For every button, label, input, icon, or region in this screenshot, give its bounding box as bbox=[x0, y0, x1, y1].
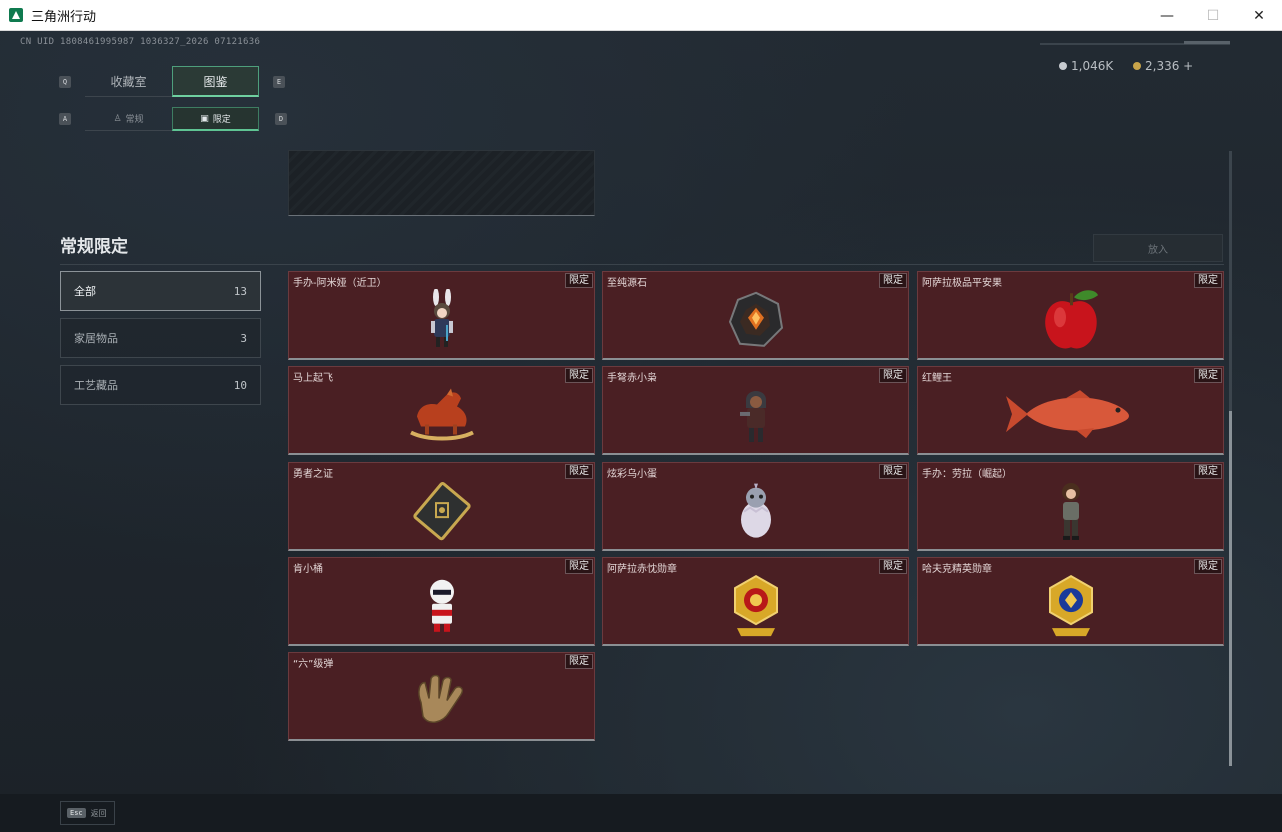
item-name: 手弩赤小枭 bbox=[607, 373, 657, 384]
section-title: 常规限定 bbox=[60, 237, 128, 257]
item-name: 勇者之证 bbox=[293, 469, 333, 480]
item-card[interactable]: 肯小桶 限定 bbox=[288, 557, 595, 646]
bird-egg-icon bbox=[736, 482, 776, 540]
silver-currency: 1,046K bbox=[1059, 59, 1113, 73]
window-title: 三角洲行动 bbox=[31, 9, 97, 25]
item-name: 马上起飞 bbox=[293, 373, 333, 384]
key-hint-e: E bbox=[273, 76, 285, 88]
key-hint-a: A bbox=[59, 113, 71, 125]
rocking-horse-icon bbox=[407, 386, 477, 442]
item-card[interactable]: 至纯源石 限定 bbox=[602, 271, 909, 360]
close-button[interactable]: ✕ bbox=[1253, 7, 1265, 24]
top-divider-accent bbox=[1184, 41, 1230, 44]
top-divider bbox=[1040, 43, 1230, 45]
key-hint-q: Q bbox=[59, 76, 71, 88]
item-card[interactable]: 马上起飞 限定 bbox=[288, 366, 595, 455]
bucket-mascot-icon bbox=[422, 576, 462, 636]
red-carp-icon bbox=[1005, 388, 1136, 440]
category-crafts[interactable]: 工艺藏品 10 bbox=[60, 365, 261, 405]
category-all[interactable]: 全部 13 bbox=[60, 271, 261, 311]
category-home-items[interactable]: 家居物品 3 bbox=[60, 318, 261, 358]
minimize-button[interactable]: — bbox=[1160, 7, 1174, 24]
back-button[interactable]: Esc 返回 bbox=[60, 801, 115, 825]
window-titlebar: 三角洲行动 — ☐ ✕ bbox=[0, 0, 1282, 31]
item-card[interactable]: 炫彩乌小蛋 限定 bbox=[602, 462, 909, 551]
limited-tag: 限定 bbox=[1194, 368, 1222, 383]
item-name: 肯小桶 bbox=[293, 564, 323, 575]
badge-icon: ▣ bbox=[200, 113, 209, 124]
item-card[interactable]: 阿萨拉赤忱勋章 限定 bbox=[602, 557, 909, 646]
category-label: 工艺藏品 bbox=[74, 379, 118, 392]
hand-sign-icon bbox=[409, 672, 475, 728]
category-label: 家居物品 bbox=[74, 332, 118, 345]
category-count: 10 bbox=[233, 378, 247, 392]
game-viewport: CN UID 1808461995987 1036327_2026 071216… bbox=[0, 31, 1282, 832]
category-count: 13 bbox=[233, 284, 247, 298]
limited-tag: 限定 bbox=[1194, 273, 1222, 288]
item-card[interactable]: 哈夫克精英勋章 限定 bbox=[917, 557, 1224, 646]
tab-limited-label: 限定 bbox=[212, 115, 231, 125]
put-in-button[interactable]: 放入 bbox=[1093, 234, 1223, 262]
limited-tag: 限定 bbox=[879, 273, 907, 288]
figure-icon: ♙ bbox=[113, 113, 122, 124]
item-name: 炫彩乌小蛋 bbox=[607, 469, 657, 480]
limited-tag: 限定 bbox=[565, 654, 593, 669]
silver-coin-icon bbox=[1059, 62, 1067, 70]
limited-tag: 限定 bbox=[1194, 464, 1222, 479]
tab-regular[interactable]: ♙ 常规 bbox=[85, 107, 172, 131]
tab-limited[interactable]: ▣ 限定 bbox=[172, 107, 259, 131]
item-name: 手办-阿米娅（近卫） bbox=[293, 278, 387, 289]
item-name: 阿萨拉极品平安果 bbox=[922, 278, 1002, 289]
item-card[interactable]: 红鲤王 限定 bbox=[917, 366, 1224, 455]
lara-figure-icon bbox=[1053, 480, 1089, 542]
bottom-bar bbox=[0, 794, 1282, 832]
red-apple-icon bbox=[1040, 287, 1102, 353]
limited-tag: 限定 bbox=[565, 559, 593, 574]
section-divider bbox=[60, 264, 1224, 265]
item-name: 红鲤王 bbox=[922, 373, 952, 384]
blue-gold-medal-icon bbox=[1044, 574, 1098, 638]
amiya-figure-icon bbox=[422, 288, 462, 351]
item-name: “六”级弹 bbox=[293, 659, 334, 670]
item-name: 手办：劳拉（崛起） bbox=[922, 469, 1012, 480]
tab-codex[interactable]: 图鉴 bbox=[172, 66, 259, 97]
player-uid: CN UID 1808461995987 1036327_2026 071216… bbox=[20, 37, 261, 47]
gold-amount: 2,336 + bbox=[1145, 59, 1194, 73]
item-card[interactable]: “六”级弹 限定 bbox=[288, 652, 595, 741]
item-card[interactable]: 勇者之证 限定 bbox=[288, 462, 595, 551]
item-card[interactable]: 手办：劳拉（崛起） 限定 bbox=[917, 462, 1224, 551]
tab-regular-label: 常规 bbox=[125, 115, 144, 125]
item-card[interactable]: 手弩赤小枭 限定 bbox=[602, 366, 909, 455]
limited-tag: 限定 bbox=[1194, 559, 1222, 574]
gold-currency[interactable]: 2,336 + bbox=[1133, 59, 1193, 73]
key-hint-d: D bbox=[275, 113, 287, 125]
window-controls: — ☐ ✕ bbox=[1144, 0, 1282, 31]
maximize-button[interactable]: ☐ bbox=[1206, 7, 1220, 24]
back-label: 返回 bbox=[90, 808, 107, 818]
item-name: 哈夫克精英勋章 bbox=[922, 564, 992, 575]
item-card[interactable]: 手办-阿米娅（近卫） 限定 bbox=[288, 271, 595, 360]
limited-tag: 限定 bbox=[565, 464, 593, 479]
limited-tag: 限定 bbox=[879, 464, 907, 479]
originium-crystal-icon bbox=[726, 290, 786, 350]
limited-tag: 限定 bbox=[565, 368, 593, 383]
limited-tag: 限定 bbox=[879, 559, 907, 574]
item-name: 阿萨拉赤忱勋章 bbox=[607, 564, 677, 575]
category-label: 全部 bbox=[74, 285, 96, 298]
tab-collection-room[interactable]: 收藏室 bbox=[85, 66, 172, 97]
card-plaque-icon bbox=[410, 479, 474, 543]
item-card[interactable]: 阿萨拉极品平安果 限定 bbox=[917, 271, 1224, 360]
app-logo-icon bbox=[9, 8, 23, 22]
limited-tag: 限定 bbox=[879, 368, 907, 383]
category-count: 3 bbox=[240, 331, 247, 345]
banner-panel bbox=[288, 150, 595, 216]
item-name: 至纯源石 bbox=[607, 278, 647, 289]
red-gold-medal-icon bbox=[729, 574, 783, 638]
grid-scrollbar-thumb[interactable] bbox=[1229, 411, 1232, 766]
hooded-figure-icon bbox=[738, 384, 774, 446]
esc-key-hint: Esc bbox=[67, 808, 86, 818]
limited-tag: 限定 bbox=[565, 273, 593, 288]
silver-amount: 1,046K bbox=[1071, 59, 1114, 73]
gold-coin-icon bbox=[1133, 62, 1141, 70]
